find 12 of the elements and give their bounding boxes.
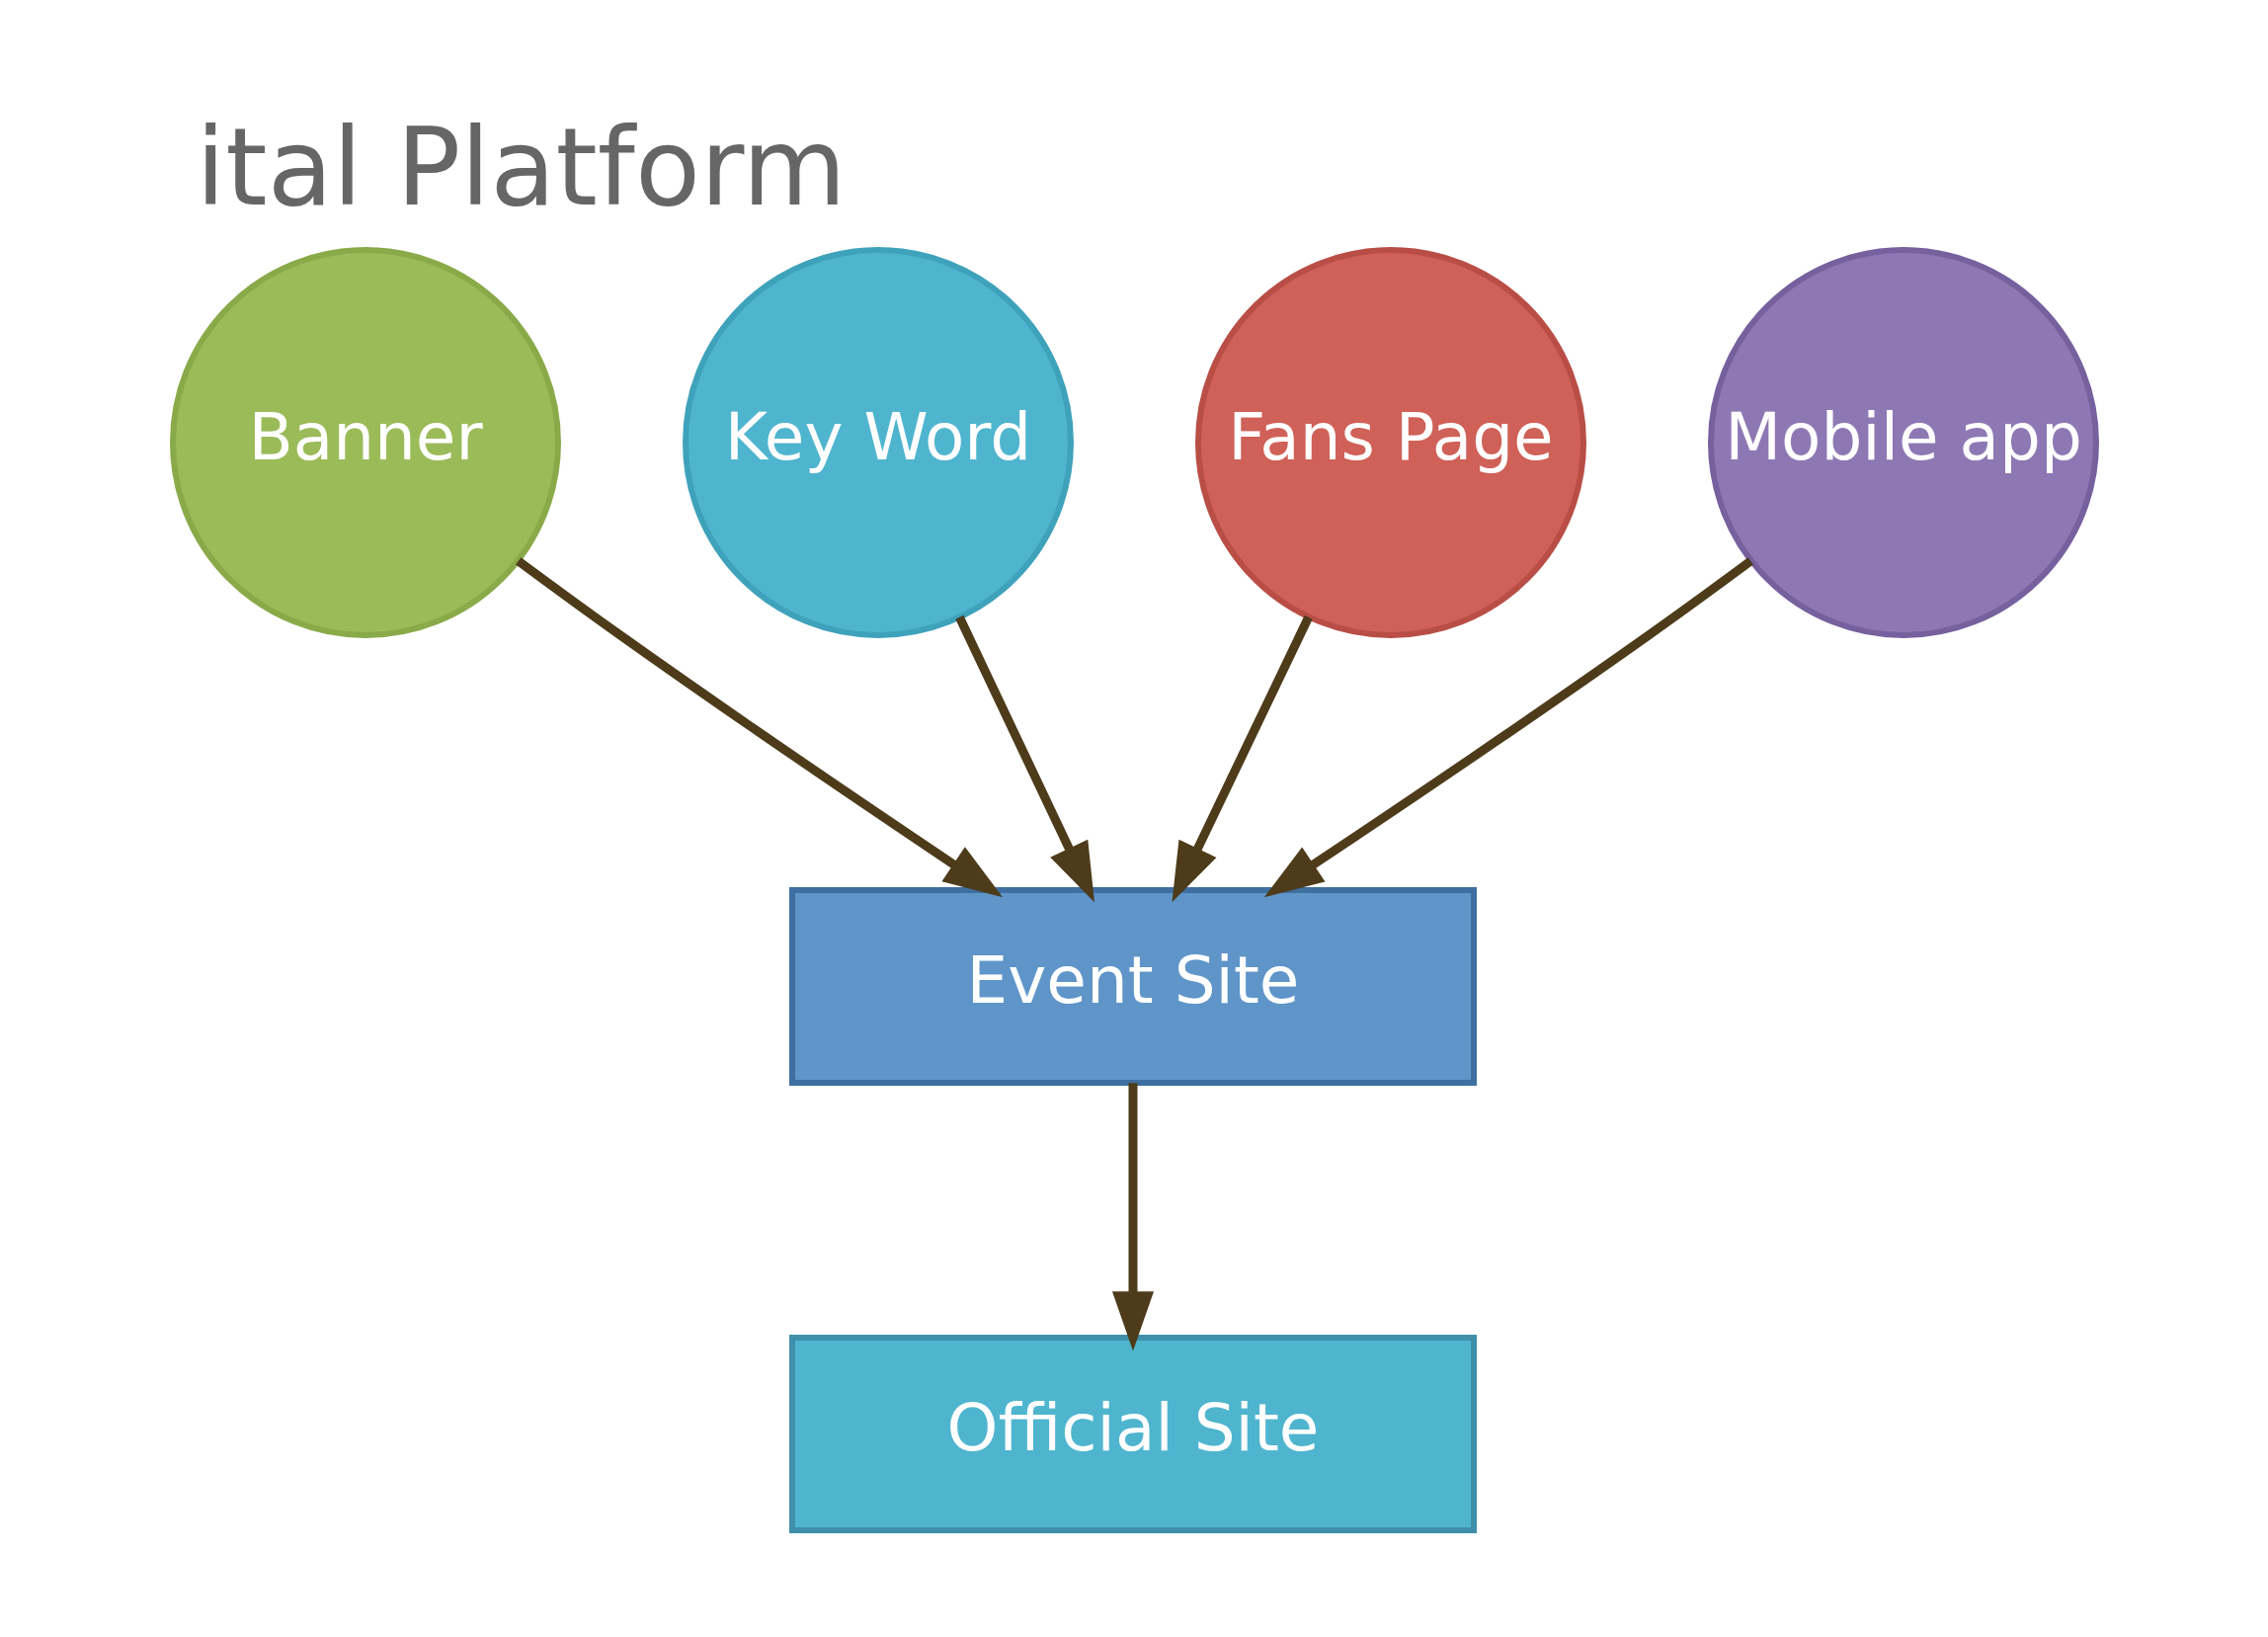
arrow bbox=[515, 556, 1003, 897]
node-circle: Fans Page bbox=[1194, 246, 1586, 638]
arrow bbox=[1263, 556, 1753, 897]
arrow bbox=[954, 614, 1094, 902]
node-box: Official Site bbox=[788, 1334, 1477, 1533]
node-circle: Key Word bbox=[682, 246, 1074, 638]
node-circle: Banner bbox=[169, 246, 561, 638]
diagram-title: ital Platform bbox=[195, 105, 847, 229]
arrow bbox=[1171, 614, 1313, 902]
arrow bbox=[1111, 1082, 1154, 1351]
node-box: Event Site bbox=[788, 886, 1477, 1086]
node-circle: Mobile app bbox=[1707, 246, 2099, 638]
